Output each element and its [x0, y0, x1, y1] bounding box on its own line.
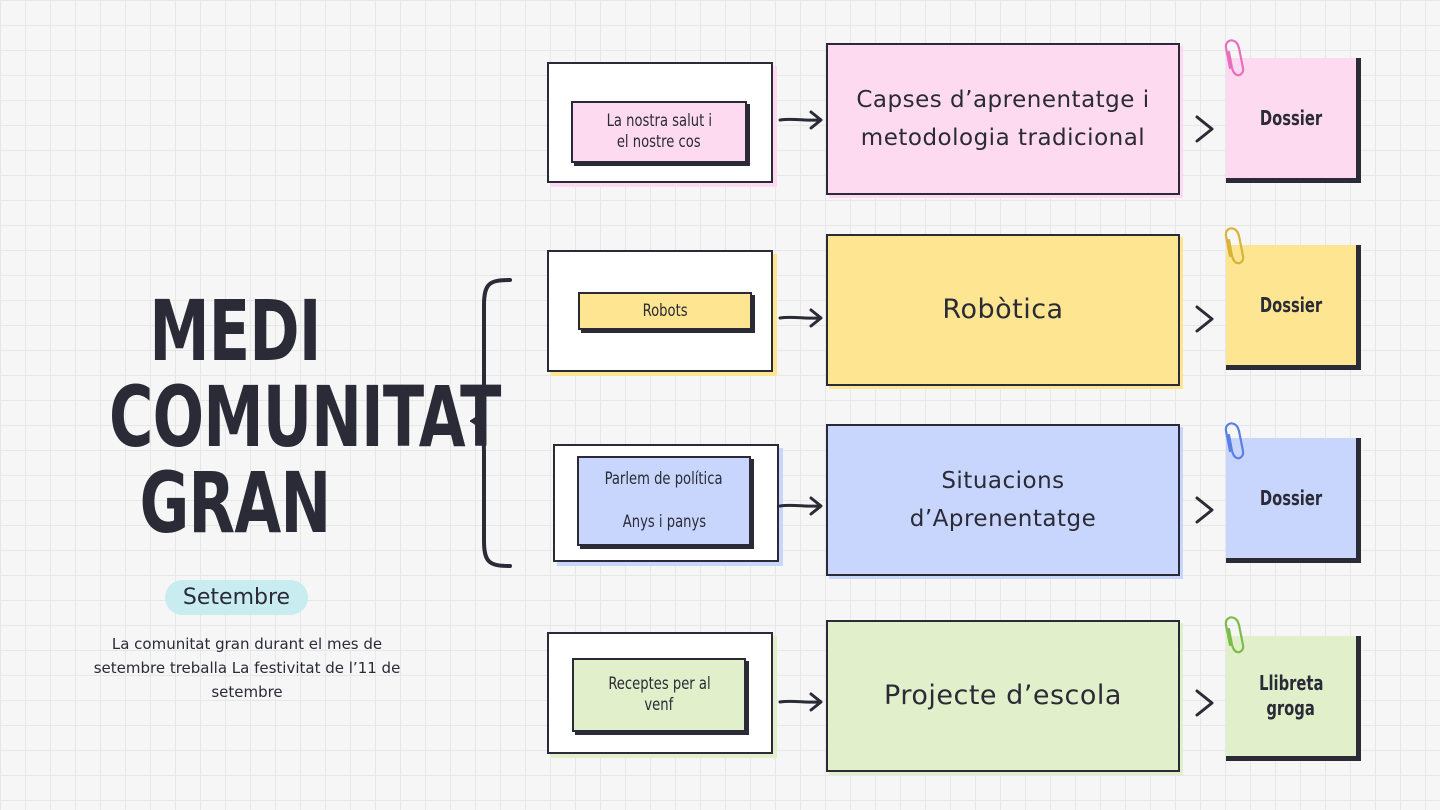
curly-brace-icon — [470, 278, 512, 568]
resource-text-line: Dossier — [1259, 485, 1323, 510]
flow-row-3: Parlem de política Anys i panys Situacio… — [0, 418, 1440, 578]
paperclip-pink-icon — [1224, 39, 1245, 77]
flow-row-1: La nostra salut i el nostre cos Capses d… — [0, 38, 1440, 198]
topic-text-line: Parlem de política — [605, 469, 723, 489]
topic-text-line: La nostra salut i — [606, 111, 712, 131]
chevron-right-icon — [1195, 115, 1214, 143]
resource-text-line: Dossier — [1259, 292, 1323, 317]
topic-text-line: Anys i panys — [622, 512, 706, 532]
arrow-right-icon — [778, 308, 823, 328]
topic-text-line: Receptes per al — [607, 674, 711, 694]
method-text-line: Capses d’aprenentatge i — [856, 87, 1150, 113]
month-badge: Setembre — [165, 580, 308, 615]
resource-text-line: groga — [1266, 696, 1316, 720]
chevron-right-icon — [1195, 496, 1214, 524]
method-card: Situacions d’Aprenentatge — [826, 424, 1180, 576]
resource-note: Llibreta groga — [1226, 636, 1361, 761]
paperclip-blue-icon — [1224, 422, 1245, 460]
title-line: MEDI — [149, 282, 321, 380]
arrow-right-icon — [778, 692, 823, 712]
topic-card: Parlem de política Anys i panys — [577, 456, 751, 546]
method-card: Robòtica — [826, 234, 1180, 386]
resource-note: Dossier — [1226, 58, 1361, 183]
method-card: Projecte d’escola — [826, 620, 1180, 772]
method-text-line: Robòtica — [942, 294, 1064, 325]
title-line: GRAN — [139, 454, 331, 552]
description-text: La comunitat gran durant el mes de setem… — [93, 635, 401, 701]
method-text-line: Situacions — [941, 468, 1065, 494]
topic-card: La nostra salut i el nostre cos — [571, 101, 747, 163]
paperclip-green-icon — [1224, 616, 1245, 654]
method-text-line: metodologia tradicional — [860, 125, 1146, 151]
method-text-line: Projecte d’escola — [884, 680, 1122, 711]
method-text-line: d’Aprenentatge — [909, 506, 1097, 532]
topic-text-line: Robots — [642, 300, 688, 321]
resource-text-line: Dossier — [1259, 105, 1323, 130]
flow-row-2: Robots Robòtica Dossier — [0, 227, 1440, 388]
resource-note: Dossier — [1226, 245, 1361, 370]
paperclip-yellow-icon — [1224, 227, 1245, 265]
arrow-right-icon — [778, 110, 823, 130]
topic-text-line: el nostre cos — [617, 132, 701, 152]
arrow-right-icon — [778, 496, 823, 516]
resource-text-line: Llibreta — [1258, 671, 1324, 695]
method-card: Capses d’aprenentatge i metodologia trad… — [826, 43, 1180, 195]
chevron-right-icon — [1195, 305, 1214, 333]
topic-card: Robots — [578, 292, 752, 330]
topic-text-line: venf — [644, 695, 674, 715]
chevron-right-icon — [1195, 689, 1214, 717]
resource-note: Dossier — [1226, 438, 1361, 563]
topic-card: Receptes per al venf — [572, 658, 746, 732]
page-title: MEDI COMUNITAT GRAN — [109, 282, 501, 552]
flow-row-4: Receptes per al venf Projecte d’escola L… — [0, 612, 1440, 772]
